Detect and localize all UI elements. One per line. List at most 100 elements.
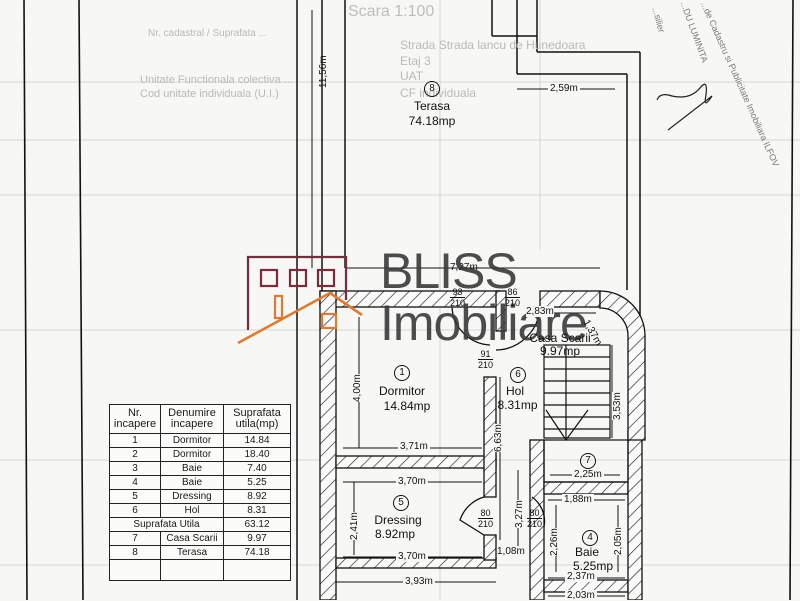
room-6-area: 8.31mp [497,398,538,412]
dim-dressing-top: 3,70m [396,476,428,487]
legend-name: Dormitor [160,433,224,448]
legend-header-area: Suprafata utila(mp) [223,404,291,434]
legend-area: 7.40 [223,461,291,476]
dim-dormitor-height: 4,00m [352,374,363,402]
legend-header-name: Denumire incapere [160,404,224,434]
legend-area: 74.18 [223,545,291,560]
legend-name: Terasa [160,545,224,560]
dim-hall-height: 3,27m [514,500,525,528]
header-left-line2: Unitate Functionala colectiva ... [140,74,293,86]
room-4-number: 4 [582,530,598,546]
room-5-area: 8.92mp [374,527,416,541]
room-8-area: 74.18mp [408,114,456,128]
room-6-label: 6 [508,366,528,383]
legend-name: Casa Scarii [160,531,224,546]
legend-name: Dressing [160,489,224,504]
room-casa-scarii-name: Casa Scarii [529,331,591,345]
legend-empty-cell [160,559,224,581]
legend-header-nr: Nr. incapere [109,404,161,434]
legend-row: 6 Hol 8.31 [109,503,291,518]
header-right-line3: UAT [400,69,424,83]
dim-corridor: 1,08m [497,546,525,557]
room-4-label: 4 [580,529,600,546]
legend-empty-row [109,559,291,581]
dim-room7-width: 2,25m [572,469,604,480]
dim-terasa-step: 2,59m [548,83,580,94]
room-5-name: Dressing [374,513,422,527]
legend-nr: 4 [109,475,161,490]
legend-nr: 3 [109,461,161,476]
room-4-area: 5.25mp [572,559,614,573]
legend-area: 14.84 [223,433,291,448]
header-left-line1: Nr. cadastral / Suprafata ... [148,28,267,39]
header-right-line2: Etaj 3 [400,54,431,68]
legend-name: Baie [160,475,224,490]
legend-nr: 8 [109,545,161,560]
dim-baie-top: 1,88m [562,494,594,505]
legend-name: Hol [160,503,224,518]
header-right-line1: Strada Strada lancu de Hunedoara [400,38,586,52]
watermark-line1: BLISS [380,243,518,299]
room-8-label: 8 [402,80,462,97]
legend-area: 5.25 [223,475,291,490]
legend-header-row: Nr. incapere Denumire incapere Suprafata… [109,404,291,434]
dim-stair-width: 2,83m [526,306,554,317]
legend-nr: 2 [109,447,161,462]
legend-name: Baie [160,461,224,476]
legend-row: 3 Baie 7.40 [109,461,291,476]
legend-total-label: Suprafata Utila [109,517,224,532]
room-1-label: 1 [392,364,412,381]
room-1-name: Dormitor [378,384,425,398]
room-4-name: Baie [574,545,600,559]
legend-nr: 6 [109,503,161,518]
room-1-number: 1 [394,365,410,381]
legend-row: 8 Terasa 74.18 [109,545,291,560]
legend-empty-cell [109,559,161,581]
room-casa-scarii-area: 9.97mp [539,344,581,358]
room-7-number: 7 [580,453,596,469]
room-6-number: 6 [510,367,526,383]
legend-name: Dormitor [160,447,224,462]
legend-area: 8.92 [223,489,291,504]
dim-dressing-height: 2,41m [349,512,360,540]
dim-bottom-right: 2,03m [565,590,597,601]
room-8-number: 8 [424,81,440,97]
room-5-label: 5 [391,494,411,511]
dim-top-width: 7,27m [450,262,478,273]
legend-row: 1 Dormitor 14.84 [109,433,291,448]
legend-empty-cell [223,559,291,581]
legend-row: 5 Dressing 8.92 [109,489,291,504]
room-legend-table: Nr. incapere Denumire incapere Suprafata… [109,404,291,581]
dim-terasa-height: 11,56m [318,55,329,88]
legend-nr: 1 [109,433,161,448]
scale-label: Scara 1:100 [348,3,435,20]
legend-total-value: 63.12 [223,517,291,532]
room-1-area: 14.84mp [383,399,431,413]
dim-baie-right: 2,05m [613,527,624,555]
dim-stair-height: 3,53m [612,392,623,420]
legend-row: 2 Dormitor 18.40 [109,447,291,462]
legend-area: 18.40 [223,447,291,462]
dim-hol-height: 6,63m [493,424,504,452]
dim-bottom-width: 3,93m [403,576,435,587]
dim-dormitor-width: 3,71m [398,441,430,452]
room-8-name: Terasa [413,99,451,113]
legend-row: 4 Baie 5.25 [109,475,291,490]
legend-area: 8.31 [223,503,291,518]
dim-baie-left: 2,26m [549,528,560,556]
dim-baie-bottom: 2,37m [565,571,597,582]
dim-dressing-bottom: 3,70m [396,551,428,562]
legend-area: 9.97 [223,531,291,546]
legend-total-row: Suprafata Utila 63.12 [109,517,291,532]
legend-nr: 7 [109,531,161,546]
room-5-number: 5 [393,495,409,511]
header-left-line3: Cod unitate individuala (U.I.) [140,88,279,100]
room-7-label: 7 [578,452,598,469]
room-6-name: Hol [505,384,524,398]
legend-nr: 5 [109,489,161,504]
